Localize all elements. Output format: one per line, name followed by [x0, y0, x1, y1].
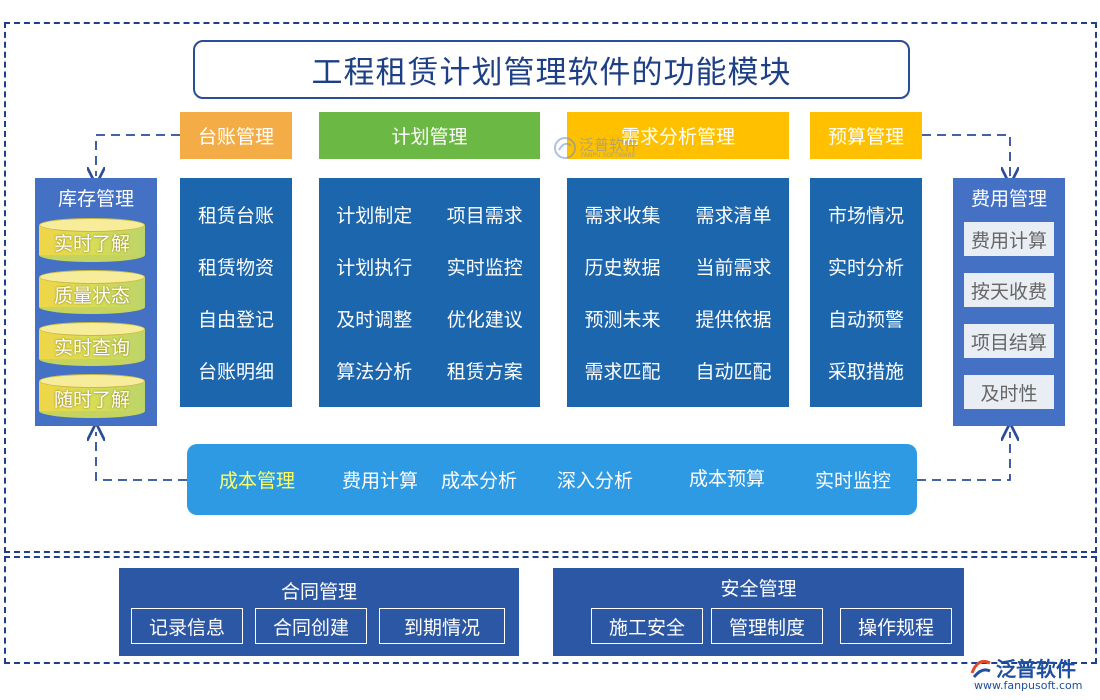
- lower-frame: [4, 556, 1097, 664]
- inventory-item: 实时了解: [53, 233, 130, 255]
- module-header-ledger: 台账管理: [180, 112, 292, 159]
- logo-url: www.fanpusoft.com: [974, 679, 1083, 692]
- cost-item: 实时监控: [815, 470, 892, 492]
- cost-item: 成本预算: [689, 468, 766, 490]
- diagram-title: 工程租赁计划管理软件的功能模块: [193, 40, 910, 99]
- module-item: 实时监控: [446, 256, 523, 279]
- module-row: 需求收集 需求清单: [567, 201, 789, 228]
- fees-item: 按天收费: [964, 273, 1054, 307]
- contract-panel: 合同管理 记录信息 合同创建 到期情况: [119, 568, 519, 656]
- inventory-cylinder: 实时查询: [39, 322, 145, 366]
- inventory-panel: 库存管理 实时了解 质量状态 实时查询 随时了解: [35, 178, 157, 426]
- module-item: 提供依据: [695, 309, 772, 332]
- safety-item: 施工安全: [591, 608, 703, 644]
- module-panel-budget: 市场情况 实时分析 自动预警 采取措施: [810, 178, 922, 407]
- module-row: 计划制定 项目需求: [319, 201, 540, 228]
- module-row: 实时分析: [810, 253, 922, 280]
- module-item: 采取措施: [827, 361, 904, 384]
- module-item: 当前需求: [695, 256, 772, 279]
- fees-item: 及时性: [964, 375, 1054, 409]
- safety-item: 管理制度: [711, 608, 823, 644]
- module-item: 租赁物资: [197, 256, 274, 279]
- inventory-item: 质量状态: [53, 285, 130, 307]
- fanpu-logo: 泛普软件 www.fanpusoft.com: [968, 655, 1092, 697]
- watermark-name: 泛普软件: [579, 136, 640, 154]
- module-row: 台账明细: [180, 357, 292, 384]
- module-row: 算法分析 租赁方案: [319, 357, 540, 384]
- inventory-cylinder: 随时了解: [39, 374, 145, 418]
- fanpu-logo-icon: [554, 137, 576, 159]
- contract-item: 合同创建: [255, 608, 367, 644]
- contract-item: 到期情况: [379, 608, 505, 644]
- arrow-ledger-to-inventory: [96, 134, 180, 176]
- arrow-cost-to-inventory: [96, 432, 187, 481]
- module-row: 采取措施: [810, 357, 922, 384]
- module-row: 计划执行 实时监控: [319, 253, 540, 280]
- module-panel-demand: 需求收集 需求清单 历史数据 当前需求 预测未来 提供依据 需求匹配 自动匹配: [567, 178, 789, 407]
- contract-title: 合同管理: [280, 581, 357, 603]
- module-item: 需求匹配: [584, 361, 661, 384]
- module-item: 优化建议: [446, 309, 523, 332]
- cost-item: 深入分析: [557, 470, 634, 492]
- cost-management-bar: 成本管理 费用计算 成本分析 深入分析 成本预算 实时监控: [187, 444, 917, 515]
- logo-name: 泛普软件: [996, 657, 1076, 681]
- module-item: 自由登记: [197, 309, 274, 332]
- module-row: 租赁台账: [180, 201, 292, 228]
- fees-item: 项目结算: [964, 324, 1054, 358]
- module-item: 算法分析: [336, 361, 413, 384]
- module-row: 历史数据 当前需求: [567, 253, 789, 280]
- module-item: 历史数据: [584, 256, 661, 279]
- module-row: 市场情况: [810, 201, 922, 228]
- watermark: 泛普软件 FANPU SOFTWARE: [553, 132, 653, 162]
- fees-item: 费用计算: [964, 222, 1054, 256]
- module-item: 自动预警: [827, 309, 904, 332]
- module-header-plan: 计划管理: [319, 112, 540, 159]
- module-row: 自由登记: [180, 305, 292, 332]
- watermark-sub: FANPU SOFTWARE: [581, 152, 636, 159]
- module-item: 市场情况: [827, 204, 904, 227]
- upper-frame: [4, 22, 1097, 553]
- module-item: 台账明细: [197, 361, 274, 384]
- inventory-item: 实时查询: [53, 337, 130, 359]
- inventory-cylinder: 质量状态: [39, 270, 145, 314]
- module-header-demand: 需求分析管理: [567, 112, 789, 159]
- inventory-title: 库存管理: [57, 188, 134, 210]
- module-item: 项目需求: [446, 204, 523, 227]
- module-row: 租赁物资: [180, 253, 292, 280]
- fees-panel: 费用管理 费用计算 按天收费 项目结算 及时性: [953, 178, 1065, 426]
- arrow-budget-to-fees: [922, 134, 1010, 176]
- safety-panel: 安全管理 施工安全 管理制度 操作规程: [553, 568, 964, 656]
- module-row: 自动预警: [810, 305, 922, 332]
- inventory-cylinder: 实时了解: [39, 218, 145, 262]
- module-item: 计划执行: [336, 256, 413, 279]
- module-item: 租赁台账: [197, 204, 274, 227]
- fees-title: 费用管理: [970, 188, 1047, 210]
- module-item: 实时分析: [827, 256, 904, 279]
- cost-item: 成本分析: [441, 470, 518, 492]
- safety-item: 操作规程: [840, 608, 952, 644]
- module-panel-plan: 计划制定 项目需求 计划执行 实时监控 及时调整 优化建议 算法分析 租赁方案: [319, 178, 540, 407]
- arrow-cost-to-fees: [917, 432, 1010, 481]
- module-row: 及时调整 优化建议: [319, 305, 540, 332]
- module-item: 租赁方案: [446, 361, 523, 384]
- module-item: 及时调整: [336, 309, 413, 332]
- cost-item: 费用计算: [342, 470, 419, 492]
- inventory-item: 随时了解: [53, 389, 130, 411]
- module-item: 需求收集: [584, 204, 661, 227]
- contract-item: 记录信息: [131, 608, 243, 644]
- module-panel-ledger: 租赁台账 租赁物资 自由登记 台账明细: [180, 178, 292, 407]
- module-item: 计划制定: [336, 204, 413, 227]
- module-header-budget: 预算管理: [810, 112, 922, 159]
- cost-title: 成本管理: [219, 470, 296, 492]
- module-row: 需求匹配 自动匹配: [567, 357, 789, 384]
- module-item: 需求清单: [695, 204, 772, 227]
- module-item: 预测未来: [584, 309, 661, 332]
- fanpu-logo-icon: [970, 659, 991, 678]
- safety-title: 安全管理: [720, 578, 797, 600]
- module-item: 自动匹配: [695, 361, 772, 384]
- module-row: 预测未来 提供依据: [567, 305, 789, 332]
